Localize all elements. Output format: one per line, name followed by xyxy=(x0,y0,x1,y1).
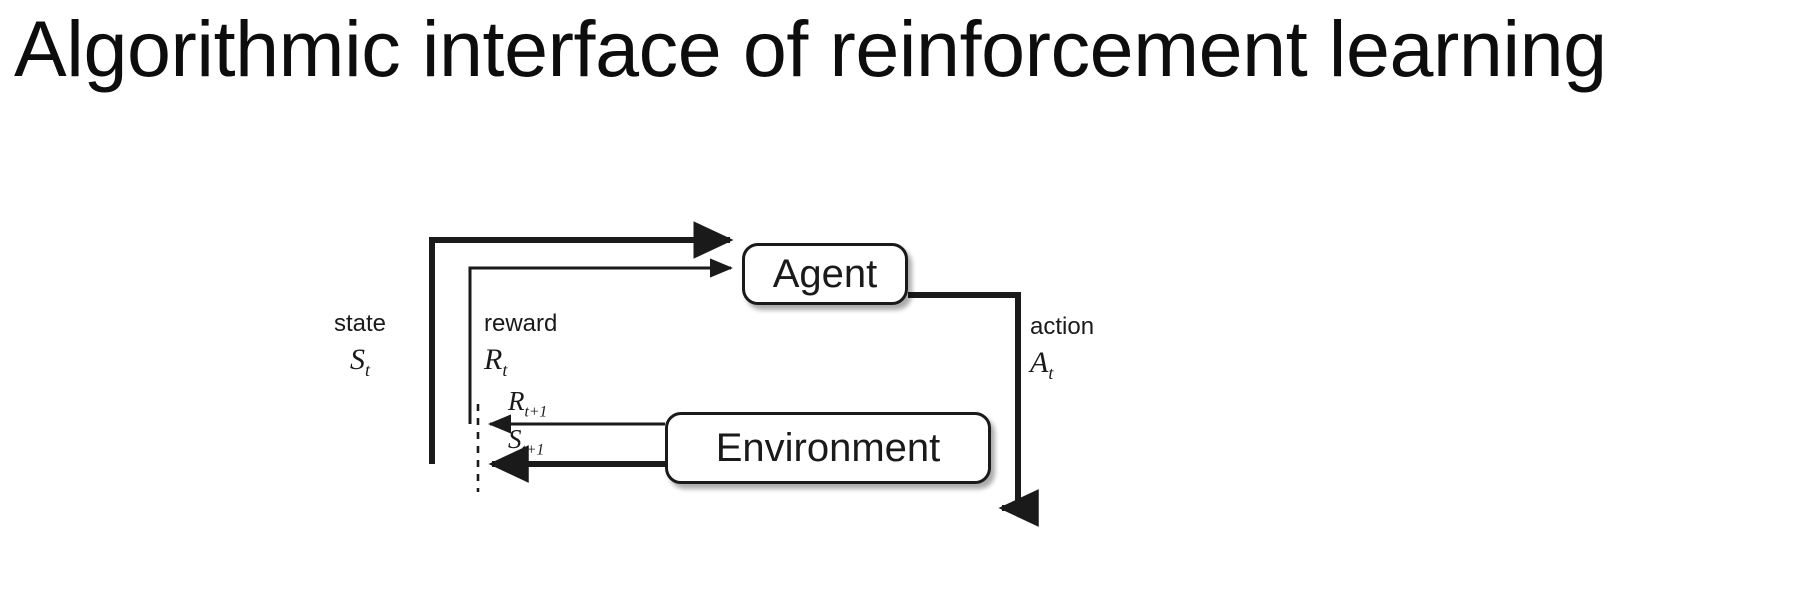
edge-label-action-word: action xyxy=(1030,313,1095,340)
page-title: Algorithmic interface of reinforcement l… xyxy=(14,4,1607,93)
edge-label-reward-symbol-sub: t xyxy=(502,359,508,380)
edge-label-state: state St xyxy=(300,310,420,381)
node-agent[interactable]: Agent xyxy=(742,243,908,305)
edge-label-state-next-base: S xyxy=(508,424,522,454)
edge-label-reward-symbol-base: R xyxy=(484,342,503,376)
edge-label-reward-next-sub: t+1 xyxy=(524,403,548,421)
node-environment-label: Environment xyxy=(715,425,941,470)
edge-label-state-symbol-base: S xyxy=(349,342,365,376)
edge-label-reward-word: reward xyxy=(484,310,558,337)
edge-label-reward-next: Rt+1 xyxy=(508,386,547,421)
node-environment[interactable]: Environment xyxy=(665,412,991,484)
edge-label-action-symbol-sub: t xyxy=(1048,362,1054,383)
state-edge-path xyxy=(429,221,734,464)
edge-label-state-symbol: St xyxy=(300,341,420,382)
edge-label-action-symbol: At xyxy=(1030,344,1180,385)
reward-edge-path xyxy=(468,258,733,424)
edge-label-reward: reward Rt xyxy=(410,310,580,381)
edge-label-state-next: St+1 xyxy=(508,424,544,459)
edge-label-reward-next-base: R xyxy=(508,386,525,416)
edge-label-action: action At xyxy=(1030,313,1180,384)
node-agent-label: Agent xyxy=(772,251,878,296)
edge-label-state-symbol-sub: t xyxy=(364,359,370,380)
edge-label-state-next-sub: t+1 xyxy=(521,441,545,459)
action-edge-path xyxy=(908,292,1039,527)
edge-label-state-word: state xyxy=(333,310,387,337)
edge-label-reward-symbol: Rt xyxy=(484,341,580,382)
edge-label-action-symbol-base: A xyxy=(1030,345,1049,379)
